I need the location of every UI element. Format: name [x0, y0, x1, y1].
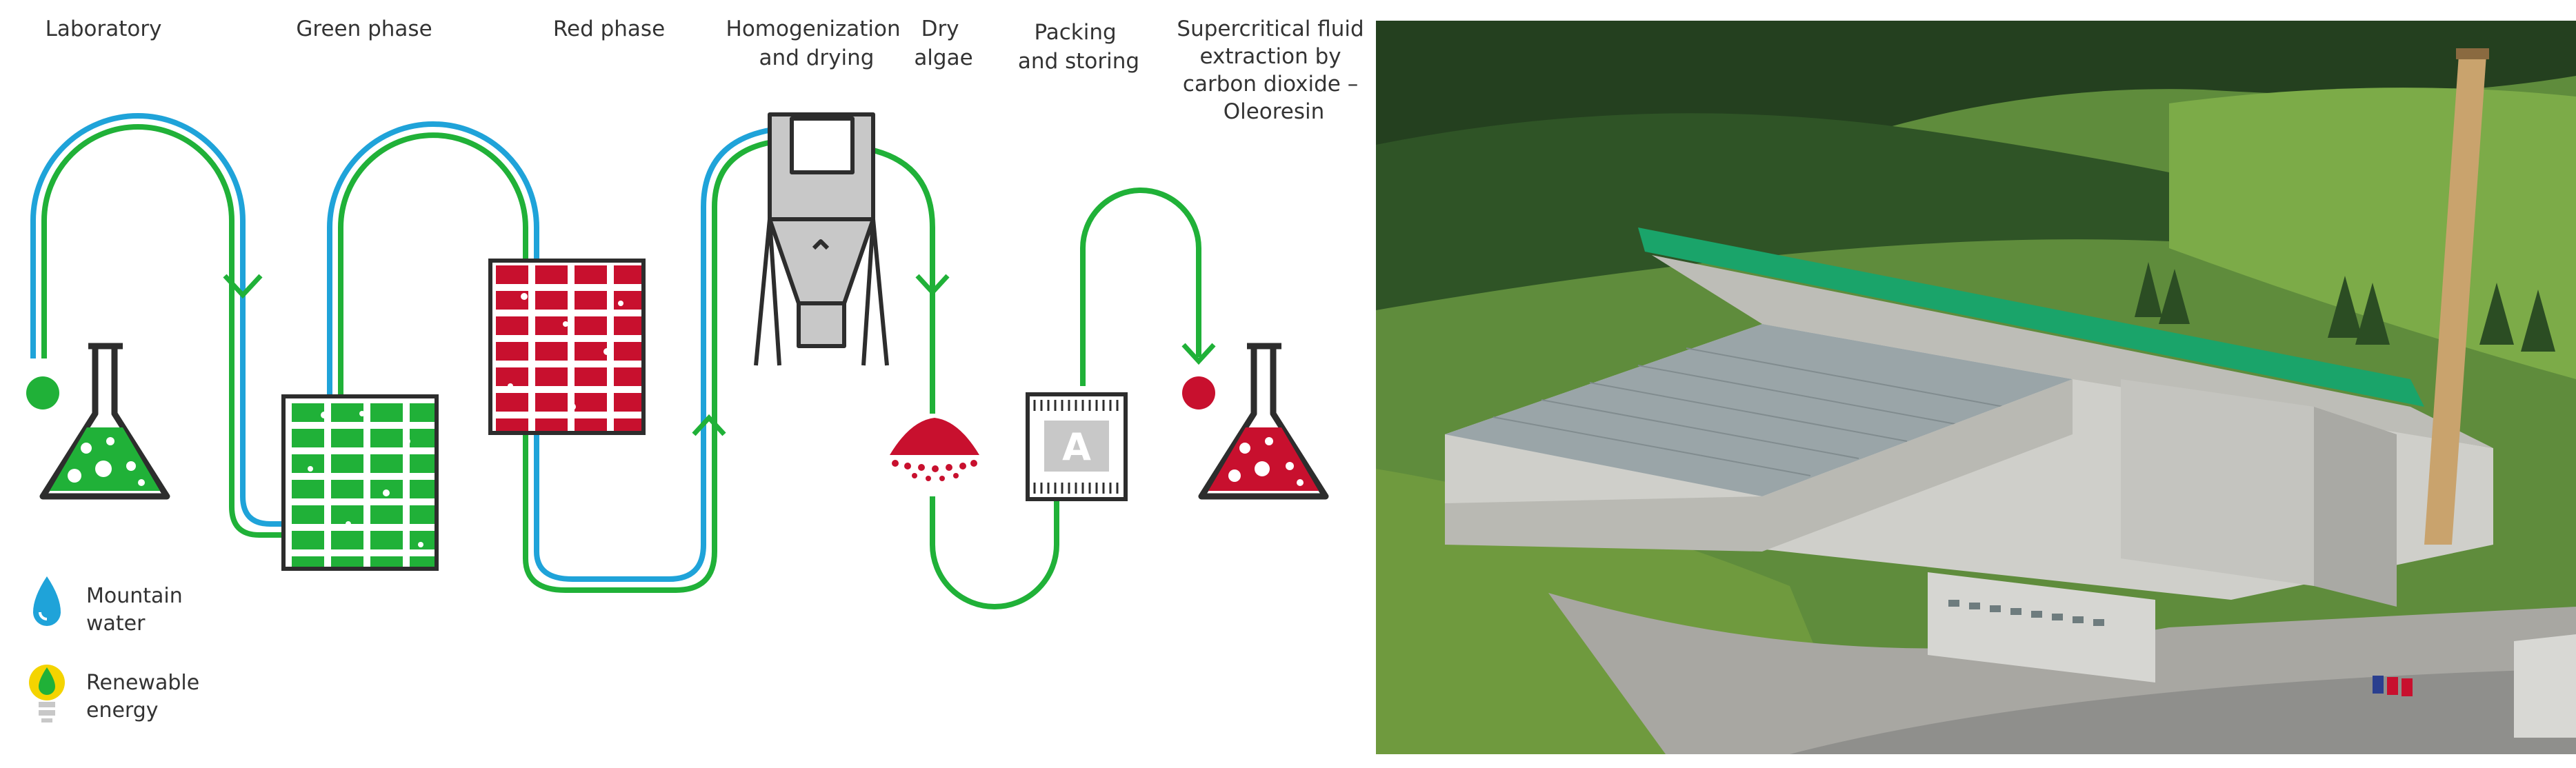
- dry-algae-heap-icon: [890, 418, 979, 481]
- arrow-down-3-icon: [915, 274, 950, 296]
- aerial-facility-photo: [1376, 21, 2576, 754]
- stage-label-dry-algae: Dry algae: [914, 17, 972, 70]
- stage-label-green-phase: Green phase: [296, 17, 432, 41]
- legend-label-energy: Renewable energy: [86, 671, 206, 722]
- legend-item-water: Mountain water: [33, 576, 189, 636]
- arrow-up-2-icon: [692, 414, 726, 436]
- dryer-silo-icon: [754, 112, 889, 366]
- process-flow-line: [41, 124, 1201, 609]
- red-phase-panel-icon: [488, 259, 646, 435]
- green-phase-panel-icon: [281, 394, 439, 571]
- stage-label-red-phase: Red phase: [553, 17, 665, 41]
- light-bulb-icon: [29, 665, 65, 722]
- legend: Mountain water Renewable energy: [29, 576, 206, 722]
- stage-labels: Laboratory Green phase Red phase Homogen…: [46, 17, 1370, 124]
- laboratory-flask-icon: [26, 343, 170, 500]
- stage-label-packing: Packing and storing: [1018, 20, 1139, 74]
- legend-item-energy: Renewable energy: [29, 665, 206, 722]
- stage-label-laboratory: Laboratory: [46, 17, 162, 41]
- arrow-down-1-icon: [223, 274, 263, 299]
- water-flow-line: [30, 113, 773, 582]
- algae-process-diagram: Laboratory Green phase Red phase Homogen…: [26, 17, 1370, 722]
- legend-label-water: Mountain water: [86, 584, 189, 636]
- stage-label-extraction: Supercritical fluid extraction by carbon…: [1177, 17, 1370, 124]
- extraction-flask-icon: [1182, 343, 1329, 500]
- arrow-down-4-icon: [1181, 343, 1216, 365]
- stage-label-homogenization: Homogenization and drying: [726, 17, 908, 70]
- packing-label: A: [1062, 425, 1091, 469]
- packing-box-icon: A: [1026, 392, 1128, 501]
